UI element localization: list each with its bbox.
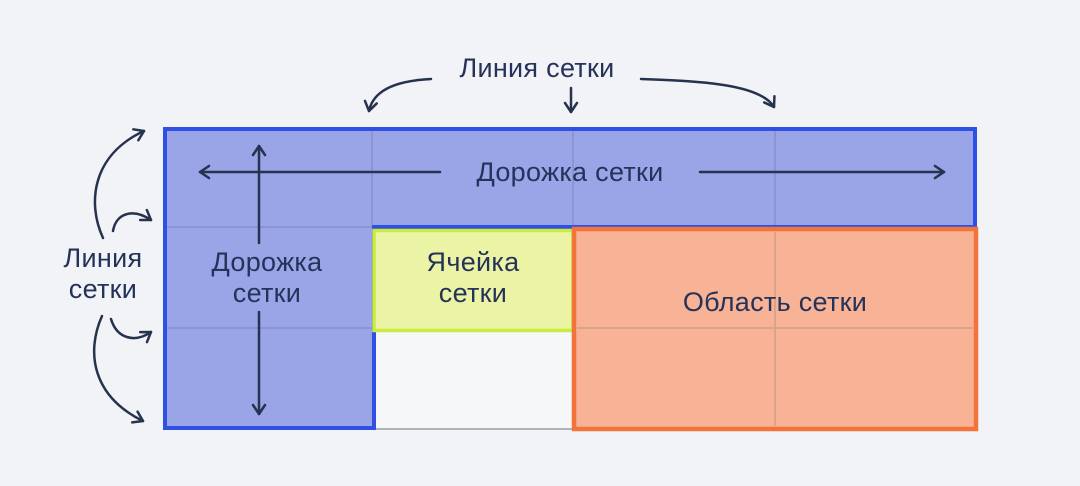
- diagram-arrows: [92, 77, 946, 424]
- grid-line-left-arrow-3: [109, 317, 153, 344]
- grid-line-top-arrow-right: [639, 77, 776, 109]
- label-grid-line-left: Линия сетки: [63, 243, 143, 304]
- label-grid-line-top: Линия сетки: [459, 53, 615, 83]
- grid-inner-lines-blue: [167, 131, 776, 329]
- grid-line-left-arrow-4: [92, 314, 145, 424]
- grid-line-top-arrow-left: [363, 77, 433, 113]
- label-grid-area: Область сетки: [682, 287, 868, 317]
- label-grid-track-row: Дорожка сетки: [476, 157, 664, 187]
- grid-line-left-arrow-2: [111, 208, 153, 233]
- grid-track-l-shape: [163, 127, 977, 430]
- label-grid-cell: Ячейка сетки: [426, 247, 520, 308]
- label-grid-track-column: Дорожка сетки: [211, 247, 323, 308]
- grid-inner-lines-orange: [577, 232, 973, 426]
- grid-line-left-arrow-1: [93, 128, 146, 240]
